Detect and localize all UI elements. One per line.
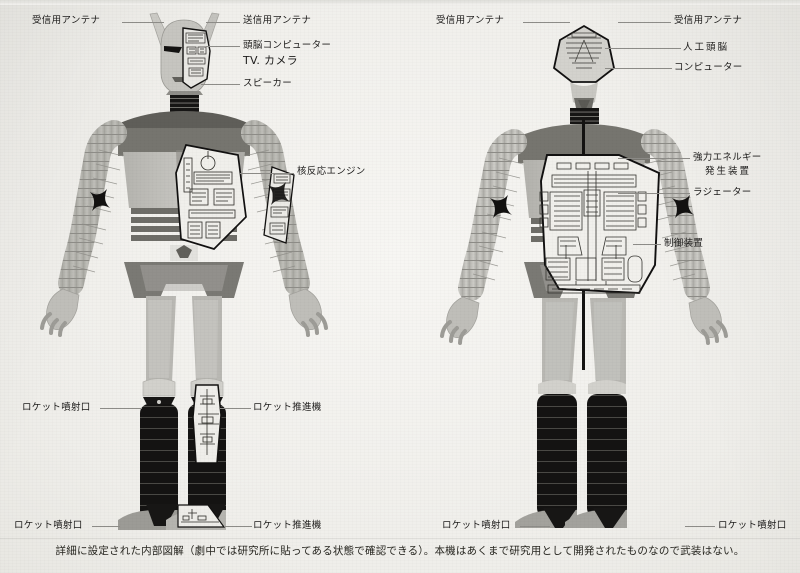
label-radiator: ラジェーター xyxy=(693,187,752,198)
label-rocket-nozzle-back-left: ロケット噴射口 xyxy=(442,520,511,531)
label-receiving-antenna-back-left: 受信用アンテナ xyxy=(436,15,505,26)
label-energy-generator-line2: 発生装置 xyxy=(705,166,752,177)
left-arm-front xyxy=(40,120,127,337)
label-nuclear-engine: 核反応エンジン xyxy=(297,166,366,177)
label-rocket-nozzle-foot: ロケット噴射口 xyxy=(14,520,83,531)
leader-radiator xyxy=(618,193,690,194)
nuclear-engine-cutaway xyxy=(263,166,295,244)
head-assembly-front xyxy=(149,12,220,116)
head-rear-internals-schematic xyxy=(566,32,602,69)
label-rocket-nozzle-back-right: ロケット噴射口 xyxy=(718,520,787,531)
left-knee xyxy=(142,378,176,397)
right-hand xyxy=(288,288,328,337)
left-shin-back xyxy=(537,394,577,518)
front-view-figure xyxy=(40,12,328,530)
neck-segments xyxy=(170,95,199,116)
left-knee-back xyxy=(538,380,576,394)
left-hand-back xyxy=(440,296,480,345)
legs-back xyxy=(515,298,627,528)
neck-segments-back xyxy=(570,108,599,124)
leader-rocket-thruster-knee xyxy=(219,408,251,409)
back-view-figure xyxy=(440,24,728,528)
label-speaker: スピーカー xyxy=(243,78,293,89)
label-computer: コンピューター xyxy=(674,62,743,73)
caption-divider xyxy=(0,538,800,539)
left-shin-segments xyxy=(140,404,178,520)
leader-receiving-antenna-back-left xyxy=(523,22,570,23)
left-elbow-joint xyxy=(90,189,110,211)
leader-rocket-nozzle-back-right xyxy=(685,526,715,527)
leader-rocket-nozzle-foot xyxy=(92,526,120,527)
label-brain-computer: 頭脳コンピューター xyxy=(243,40,332,51)
right-arm-back xyxy=(641,129,728,345)
right-shin-back xyxy=(587,394,627,518)
leader-rocket-thruster-foot xyxy=(224,526,252,527)
label-rocket-nozzle-knee: ロケット噴射口 xyxy=(22,402,91,413)
right-arm-front xyxy=(241,120,328,337)
chest-cutaway-front xyxy=(175,144,247,250)
leader-computer xyxy=(605,68,672,69)
back-internals-schematic xyxy=(539,162,647,294)
label-energy-generator-line1: 強力エネルギー xyxy=(693,152,762,163)
label-control-unit: 制御装置 xyxy=(664,238,704,249)
head-assembly-back xyxy=(553,24,615,124)
leader-brain-computer xyxy=(206,46,240,47)
leader-control-unit xyxy=(633,244,661,245)
front-view-panel: 受信用アンテナ 送信用アンテナ 頭脳コンピューター TV. カメラ スピーカー … xyxy=(0,0,400,540)
left-arm-back xyxy=(440,129,527,345)
foot-thruster-schematic xyxy=(181,509,219,523)
left-elbow-joint-back xyxy=(490,195,512,218)
leg-thruster-schematic xyxy=(198,389,219,455)
back-view-panel: 受信用アンテナ 受信用アンテナ 人工頭脳 コンピューター 強力エネルギー 発生装… xyxy=(400,0,800,540)
leader-receiving-antenna-back-right xyxy=(618,22,671,23)
leader-rocket-nozzle-knee xyxy=(100,408,142,409)
label-rocket-thruster-foot: ロケット推進機 xyxy=(253,520,322,531)
right-elbow-joint xyxy=(268,182,290,205)
label-transmitting-antenna: 送信用アンテナ xyxy=(243,15,312,26)
left-eye xyxy=(164,46,182,53)
left-hand xyxy=(40,288,80,337)
legs-front xyxy=(118,296,226,530)
leader-transmitting-antenna xyxy=(206,22,240,23)
page-top-edge xyxy=(0,0,800,5)
label-receiving-antenna-back-right: 受信用アンテナ xyxy=(674,15,743,26)
label-artificial-brain: 人工頭脳 xyxy=(683,42,730,53)
label-receiving-antenna-front: 受信用アンテナ xyxy=(32,15,101,26)
right-hand-back xyxy=(688,296,728,345)
label-tv-camera: TV. カメラ xyxy=(243,54,298,67)
chest-internals-schematic xyxy=(183,151,236,239)
leader-artificial-brain xyxy=(605,48,681,49)
right-elbow-joint-back xyxy=(672,195,694,218)
leader-energy-generator xyxy=(618,158,690,159)
leader-speaker xyxy=(201,84,240,85)
leader-rocket-nozzle-back-left xyxy=(520,526,550,527)
belt-emblem-icon xyxy=(176,245,192,258)
leader-nuclear-engine xyxy=(240,173,294,174)
head-rear-cutaway-panel xyxy=(553,24,615,83)
head-internals-schematic xyxy=(185,32,207,77)
back-cutaway-panel xyxy=(539,154,660,294)
label-rocket-thruster-knee: ロケット推進機 xyxy=(253,402,322,413)
right-knee-back xyxy=(588,380,626,394)
page-caption: 詳細に設定された内部図解（劇中では研究所に貼ってある状態で確認できる）。本機はあ… xyxy=(55,545,745,557)
leader-receiving-antenna-front xyxy=(122,22,164,23)
